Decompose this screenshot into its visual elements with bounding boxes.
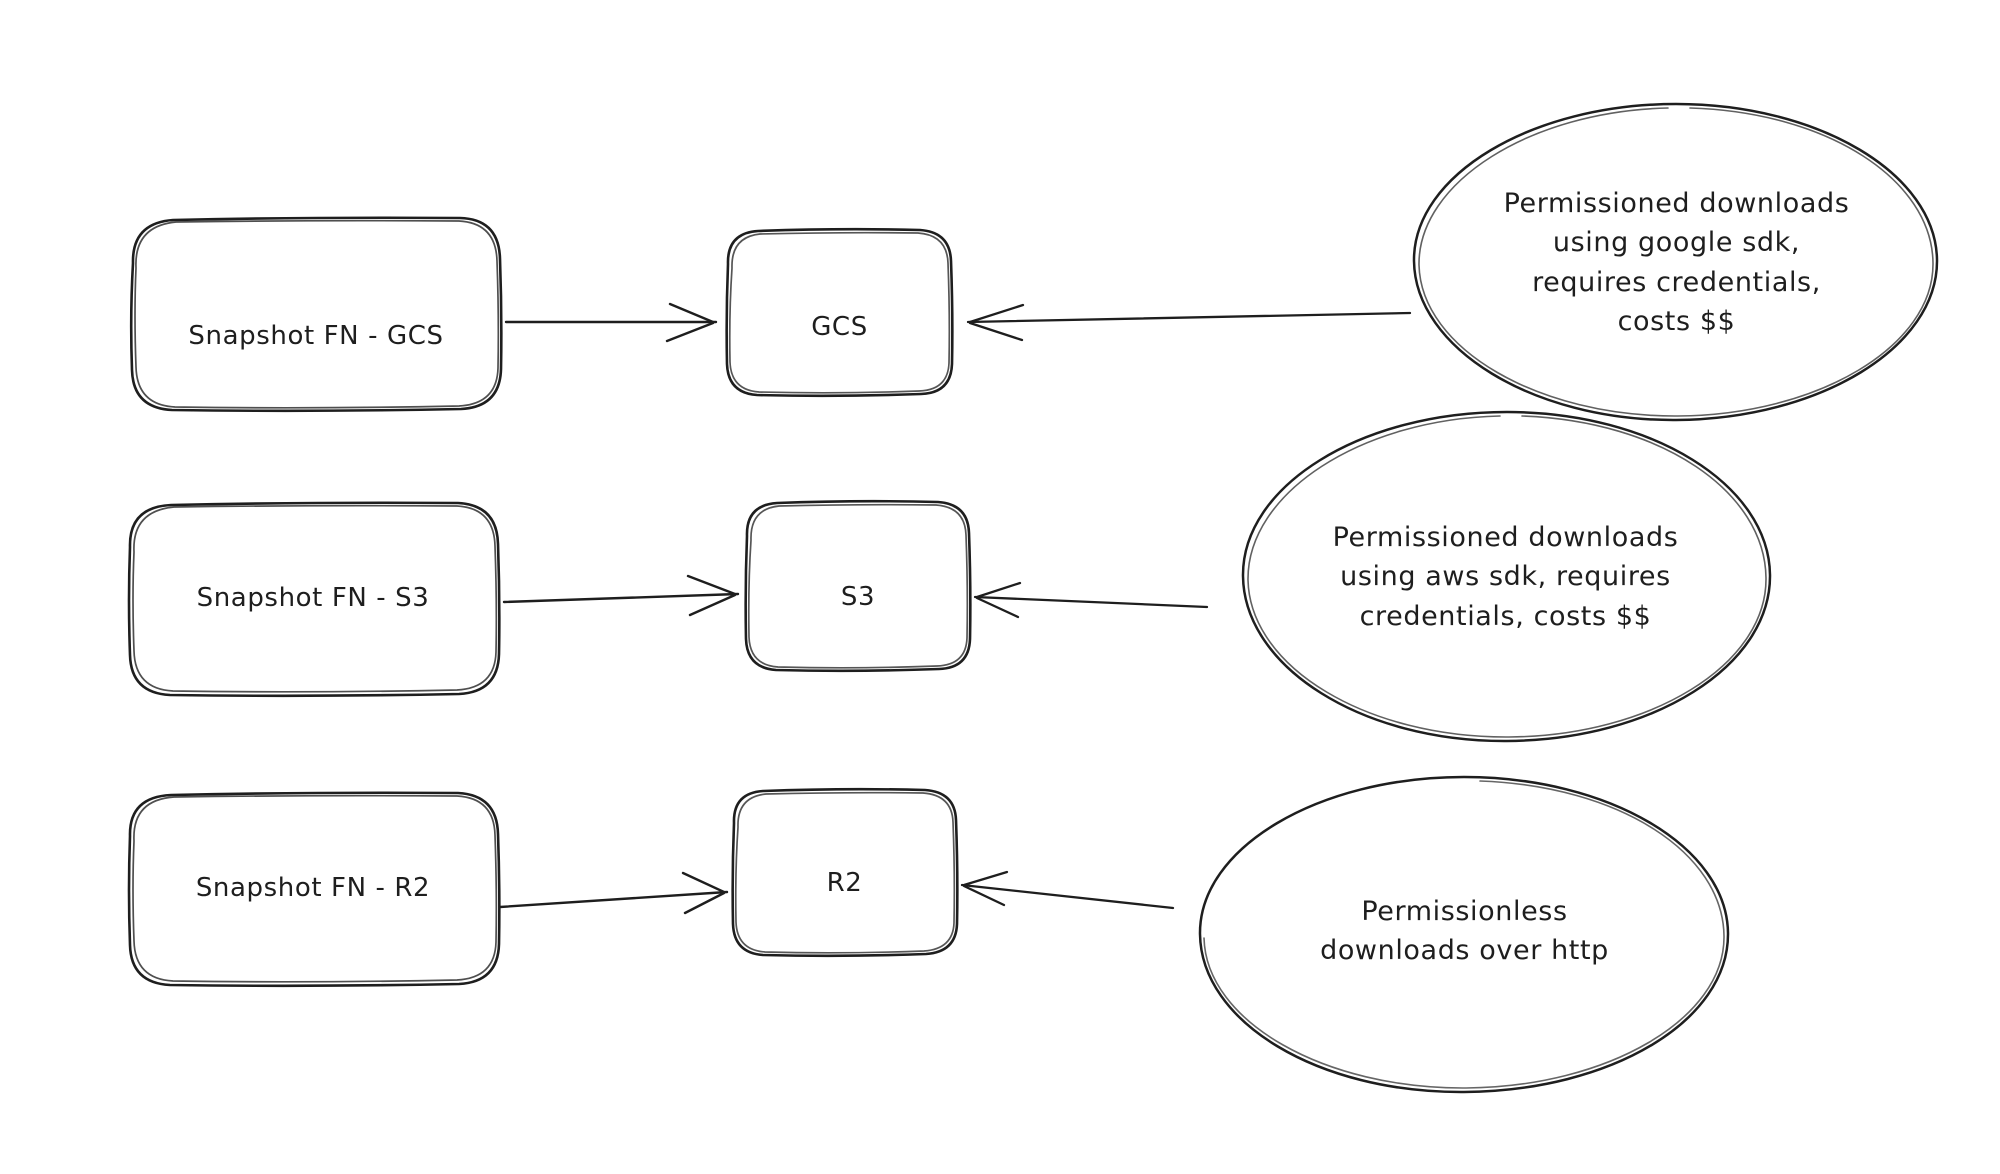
node-shape-note-s3[interactable] bbox=[1241, 410, 1772, 743]
edge-note-s3[interactable] bbox=[973, 581, 1209, 619]
edge-snapshot-s3[interactable] bbox=[502, 574, 740, 617]
node-shape-r2[interactable] bbox=[731, 787, 959, 958]
node-shape-note-gcs[interactable] bbox=[1412, 102, 1939, 422]
node-shape-snapshot-fn-s3[interactable] bbox=[127, 501, 501, 698]
edge-snapshot-r2[interactable] bbox=[498, 871, 729, 915]
node-shape-s3[interactable] bbox=[744, 499, 972, 673]
node-shape-note-r2[interactable] bbox=[1198, 775, 1730, 1094]
node-shape-snapshot-fn-gcs[interactable] bbox=[129, 216, 503, 413]
node-shape-gcs[interactable] bbox=[725, 227, 954, 398]
edge-snapshot-gcs[interactable] bbox=[504, 302, 718, 343]
node-shape-snapshot-fn-r2[interactable] bbox=[127, 791, 501, 988]
edge-note-r2[interactable] bbox=[960, 870, 1175, 910]
edge-note-gcs[interactable] bbox=[966, 303, 1412, 342]
